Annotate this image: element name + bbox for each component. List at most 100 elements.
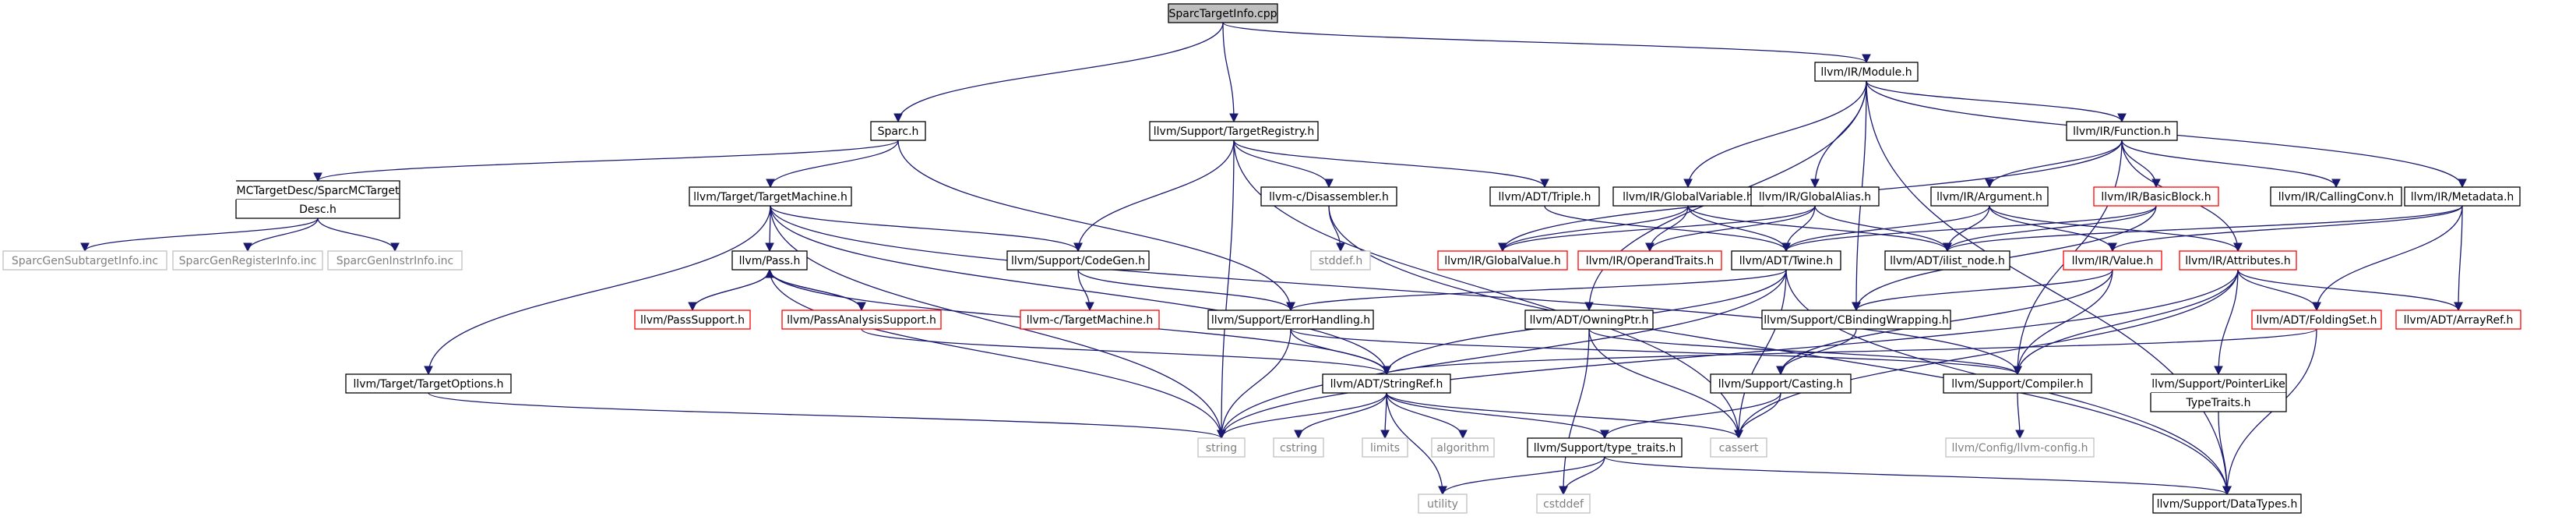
node-basicblock[interactable]: llvm/IR/BasicBlock.h <box>2093 186 2219 207</box>
node-label: llvm/Target/TargetOptions.h <box>353 378 503 391</box>
node-box <box>1310 250 1371 271</box>
node-box <box>1943 373 2092 394</box>
edge-registry-to-cassert <box>1233 140 1743 440</box>
edge-errorhandling-to-stringref <box>1290 328 1391 376</box>
node-label: llvm/ADT/ilist_node.h <box>1890 255 2005 267</box>
node-label: llvm/IR/Attributes.h <box>2185 255 2290 267</box>
node-mcdesc1[interactable]: MCTargetDesc/SparcMCTarget <box>235 180 400 200</box>
node-box <box>2 250 167 271</box>
node-function[interactable]: llvm/IR/Function.h <box>2066 121 2178 141</box>
node-globalalias[interactable]: llvm/IR/GlobalAlias.h <box>1750 186 1880 207</box>
node-box <box>1536 493 1591 514</box>
node-targetmachine[interactable]: llvm/Target/TargetMachine.h <box>689 186 852 207</box>
node-label: llvm/Support/type_traits.h <box>1534 442 1676 455</box>
node-llvmconfig: llvm/Config/llvm-config.h <box>1945 437 2095 458</box>
node-pass[interactable]: llvm/Pass.h <box>731 250 808 271</box>
edge-pass-to-string <box>769 269 1226 440</box>
edge-function-to-basicblock <box>2121 140 2161 189</box>
node-pointerlike2[interactable]: TypeTraits.h <box>2150 392 2287 412</box>
node-box <box>1710 437 1767 458</box>
node-globalvalue[interactable]: llvm/IR/GlobalValue.h <box>1437 250 1568 271</box>
node-codegen[interactable]: llvm/Support/CodeGen.h <box>1006 250 1150 271</box>
node-typetraits[interactable]: llvm/Support/type_traits.h <box>1527 437 1683 458</box>
edge-stringref-to-string <box>1217 392 1387 440</box>
edge-stringref-to-typetraits <box>1386 392 1609 440</box>
node-casting[interactable]: llvm/Support/Casting.h <box>1710 373 1852 394</box>
node-label: SparcGenInstrInfo.inc <box>337 255 454 267</box>
node-disassembler[interactable]: llvm-c/Disassembler.h <box>1260 186 1397 207</box>
node-passanalysis[interactable]: llvm/PassAnalysisSupport.h <box>781 310 942 330</box>
node-registry[interactable]: llvm/Support/TargetRegistry.h <box>1149 121 1319 141</box>
node-label: TypeTraits.h <box>2186 397 2251 409</box>
edge-function-to-callingconv <box>2121 140 2341 189</box>
node-label: cstring <box>1280 442 1317 455</box>
node-globalvariable[interactable]: llvm/IR/GlobalVariable.h <box>1612 186 1764 207</box>
node-label: llvm/ADT/StringRef.h <box>1330 378 1443 391</box>
node-sparc[interactable]: Sparc.h <box>870 121 926 141</box>
node-mcdesc2[interactable]: Desc.h <box>235 199 400 219</box>
node-cbinding[interactable]: llvm/Support/CBindingWrapping.h <box>1761 310 1951 330</box>
node-label: llvm/Support/Compiler.h <box>1951 378 2084 391</box>
node-label: llvm/Pass.h <box>739 255 801 267</box>
node-label: llvm/Support/DataTypes.h <box>2157 498 2298 511</box>
edge-passanalysis-to-pass <box>765 268 862 311</box>
node-root[interactable]: SparcTargetInfo.cpp <box>1168 3 1278 23</box>
node-foldingset[interactable]: llvm/ADT/FoldingSet.h <box>2251 310 2382 330</box>
node-label: SparcGenSubtargetInfo.inc <box>12 255 158 267</box>
node-module[interactable]: llvm/IR/Module.h <box>1814 62 1919 82</box>
node-pointerlike1[interactable]: llvm/Support/PointerLike <box>2150 373 2287 394</box>
node-box <box>1260 186 1397 207</box>
edge-stringref-to-utility <box>1386 392 1447 496</box>
node-box <box>1524 310 1654 330</box>
node-label: string <box>1206 442 1237 455</box>
edge-basicblock-to-ilistnode <box>1943 205 2157 253</box>
node-label: llvm/IR/GlobalAlias.h <box>1759 191 1871 203</box>
node-label: llvm/ADT/Triple.h <box>1499 191 1591 203</box>
node-arrayref[interactable]: llvm/ADT/ArrayRef.h <box>2395 310 2521 330</box>
node-box <box>2404 186 2521 207</box>
node-box <box>1761 310 1951 330</box>
node-box <box>1197 437 1246 458</box>
edge-stringref-to-cassert <box>1386 392 1743 440</box>
edge-sparc-to-errorhandling <box>897 140 1295 312</box>
node-label: llvm/IR/Function.h <box>2073 126 2171 138</box>
node-box <box>2063 250 2162 271</box>
node-compiler[interactable]: llvm/Support/Compiler.h <box>1943 373 2092 394</box>
node-callingconv[interactable]: llvm/IR/CallingConv.h <box>2270 186 2402 207</box>
node-argument[interactable]: llvm/IR/Argument.h <box>1930 186 2049 207</box>
node-triple[interactable]: llvm/ADT/Triple.h <box>1489 186 1600 207</box>
node-twine[interactable]: llvm/ADT/Twine.h <box>1731 250 1841 271</box>
node-label: llvm/ADT/OwningPtr.h <box>1530 314 1649 327</box>
node-box <box>731 250 808 271</box>
node-box <box>1814 62 1919 82</box>
edge-metadata-to-value <box>2108 205 2463 253</box>
edge-module-to-globalalias <box>1810 80 1867 189</box>
node-label: llvm/IR/Argument.h <box>1936 191 2042 203</box>
node-box <box>1362 437 1408 458</box>
edge-attributes-to-compiler <box>2013 269 2239 376</box>
node-label: llvm/Support/TargetRegistry.h <box>1154 126 1314 138</box>
node-attributes[interactable]: llvm/IR/Attributes.h <box>2179 250 2297 271</box>
edge-attributes-to-arrayref <box>2237 269 2463 312</box>
node-box <box>634 310 751 330</box>
node-box <box>2093 186 2219 207</box>
node-stringref[interactable]: llvm/ADT/StringRef.h <box>1322 373 1451 394</box>
edge-sparc-to-mcdesc <box>313 140 899 182</box>
node-box <box>1612 186 1764 207</box>
node-errorhandling[interactable]: llvm/Support/ErrorHandling.h <box>1207 310 1374 330</box>
node-owningptr[interactable]: llvm/ADT/OwningPtr.h <box>1524 310 1654 330</box>
node-ilistnode[interactable]: llvm/ADT/ilist_node.h <box>1884 250 2010 271</box>
edge-stringref-to-limits <box>1380 392 1390 440</box>
node-label: cstddef <box>1543 498 1584 511</box>
edge-stringref-to-cstring <box>1294 392 1387 440</box>
node-targetoptions[interactable]: llvm/Target/TargetOptions.h <box>345 373 512 394</box>
node-operandtraits[interactable]: llvm/IR/OperandTraits.h <box>1577 250 1722 271</box>
node-box <box>1710 373 1852 394</box>
edge-argument-to-twine <box>1781 205 1990 253</box>
node-metadata[interactable]: llvm/IR/Metadata.h <box>2404 186 2521 207</box>
edge-globalalias-to-operandtraits <box>1645 205 1816 253</box>
node-passsupport[interactable]: llvm/PassSupport.h <box>634 310 751 330</box>
node-ctargetmachine[interactable]: llvm-c/TargetMachine.h <box>1020 310 1160 330</box>
node-value[interactable]: llvm/IR/Value.h <box>2063 250 2162 271</box>
node-datatypes[interactable]: llvm/Support/DataTypes.h <box>2152 493 2302 514</box>
